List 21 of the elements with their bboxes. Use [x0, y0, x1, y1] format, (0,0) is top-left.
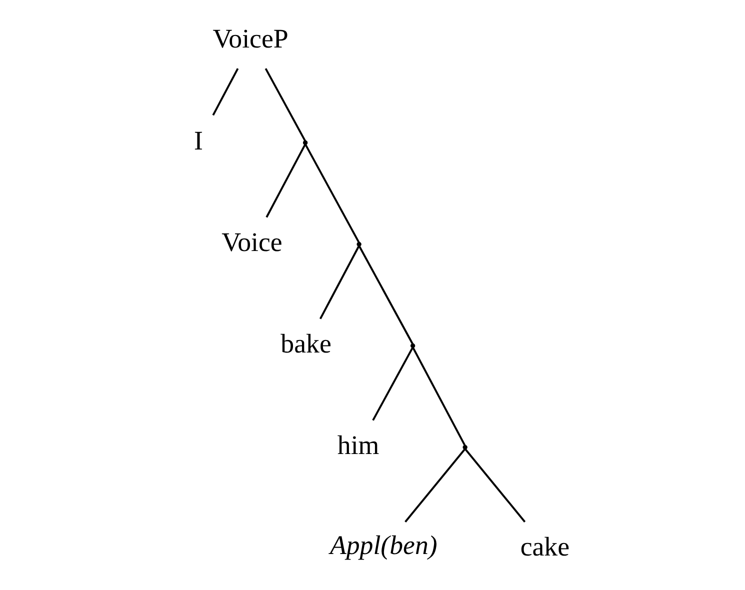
node-text: I [194, 125, 204, 156]
connector [212, 68, 239, 116]
connector [319, 246, 360, 320]
connector [266, 144, 306, 218]
node-text: cake [520, 531, 570, 562]
connector [372, 347, 414, 421]
connector [412, 347, 466, 446]
node-point [410, 343, 416, 348]
node-text: Appl(ben) [330, 530, 438, 560]
node-point [356, 242, 362, 247]
node-point [462, 444, 468, 450]
connector [264, 68, 306, 142]
node-point [302, 140, 308, 146]
connector [464, 448, 526, 522]
connector [304, 144, 360, 243]
connector [358, 246, 414, 344]
node-text: VoiceP [212, 24, 288, 54]
connector [404, 448, 466, 522]
node-text: him [337, 430, 380, 460]
node-text: Voice [222, 226, 282, 257]
node-text: bake [280, 328, 332, 358]
